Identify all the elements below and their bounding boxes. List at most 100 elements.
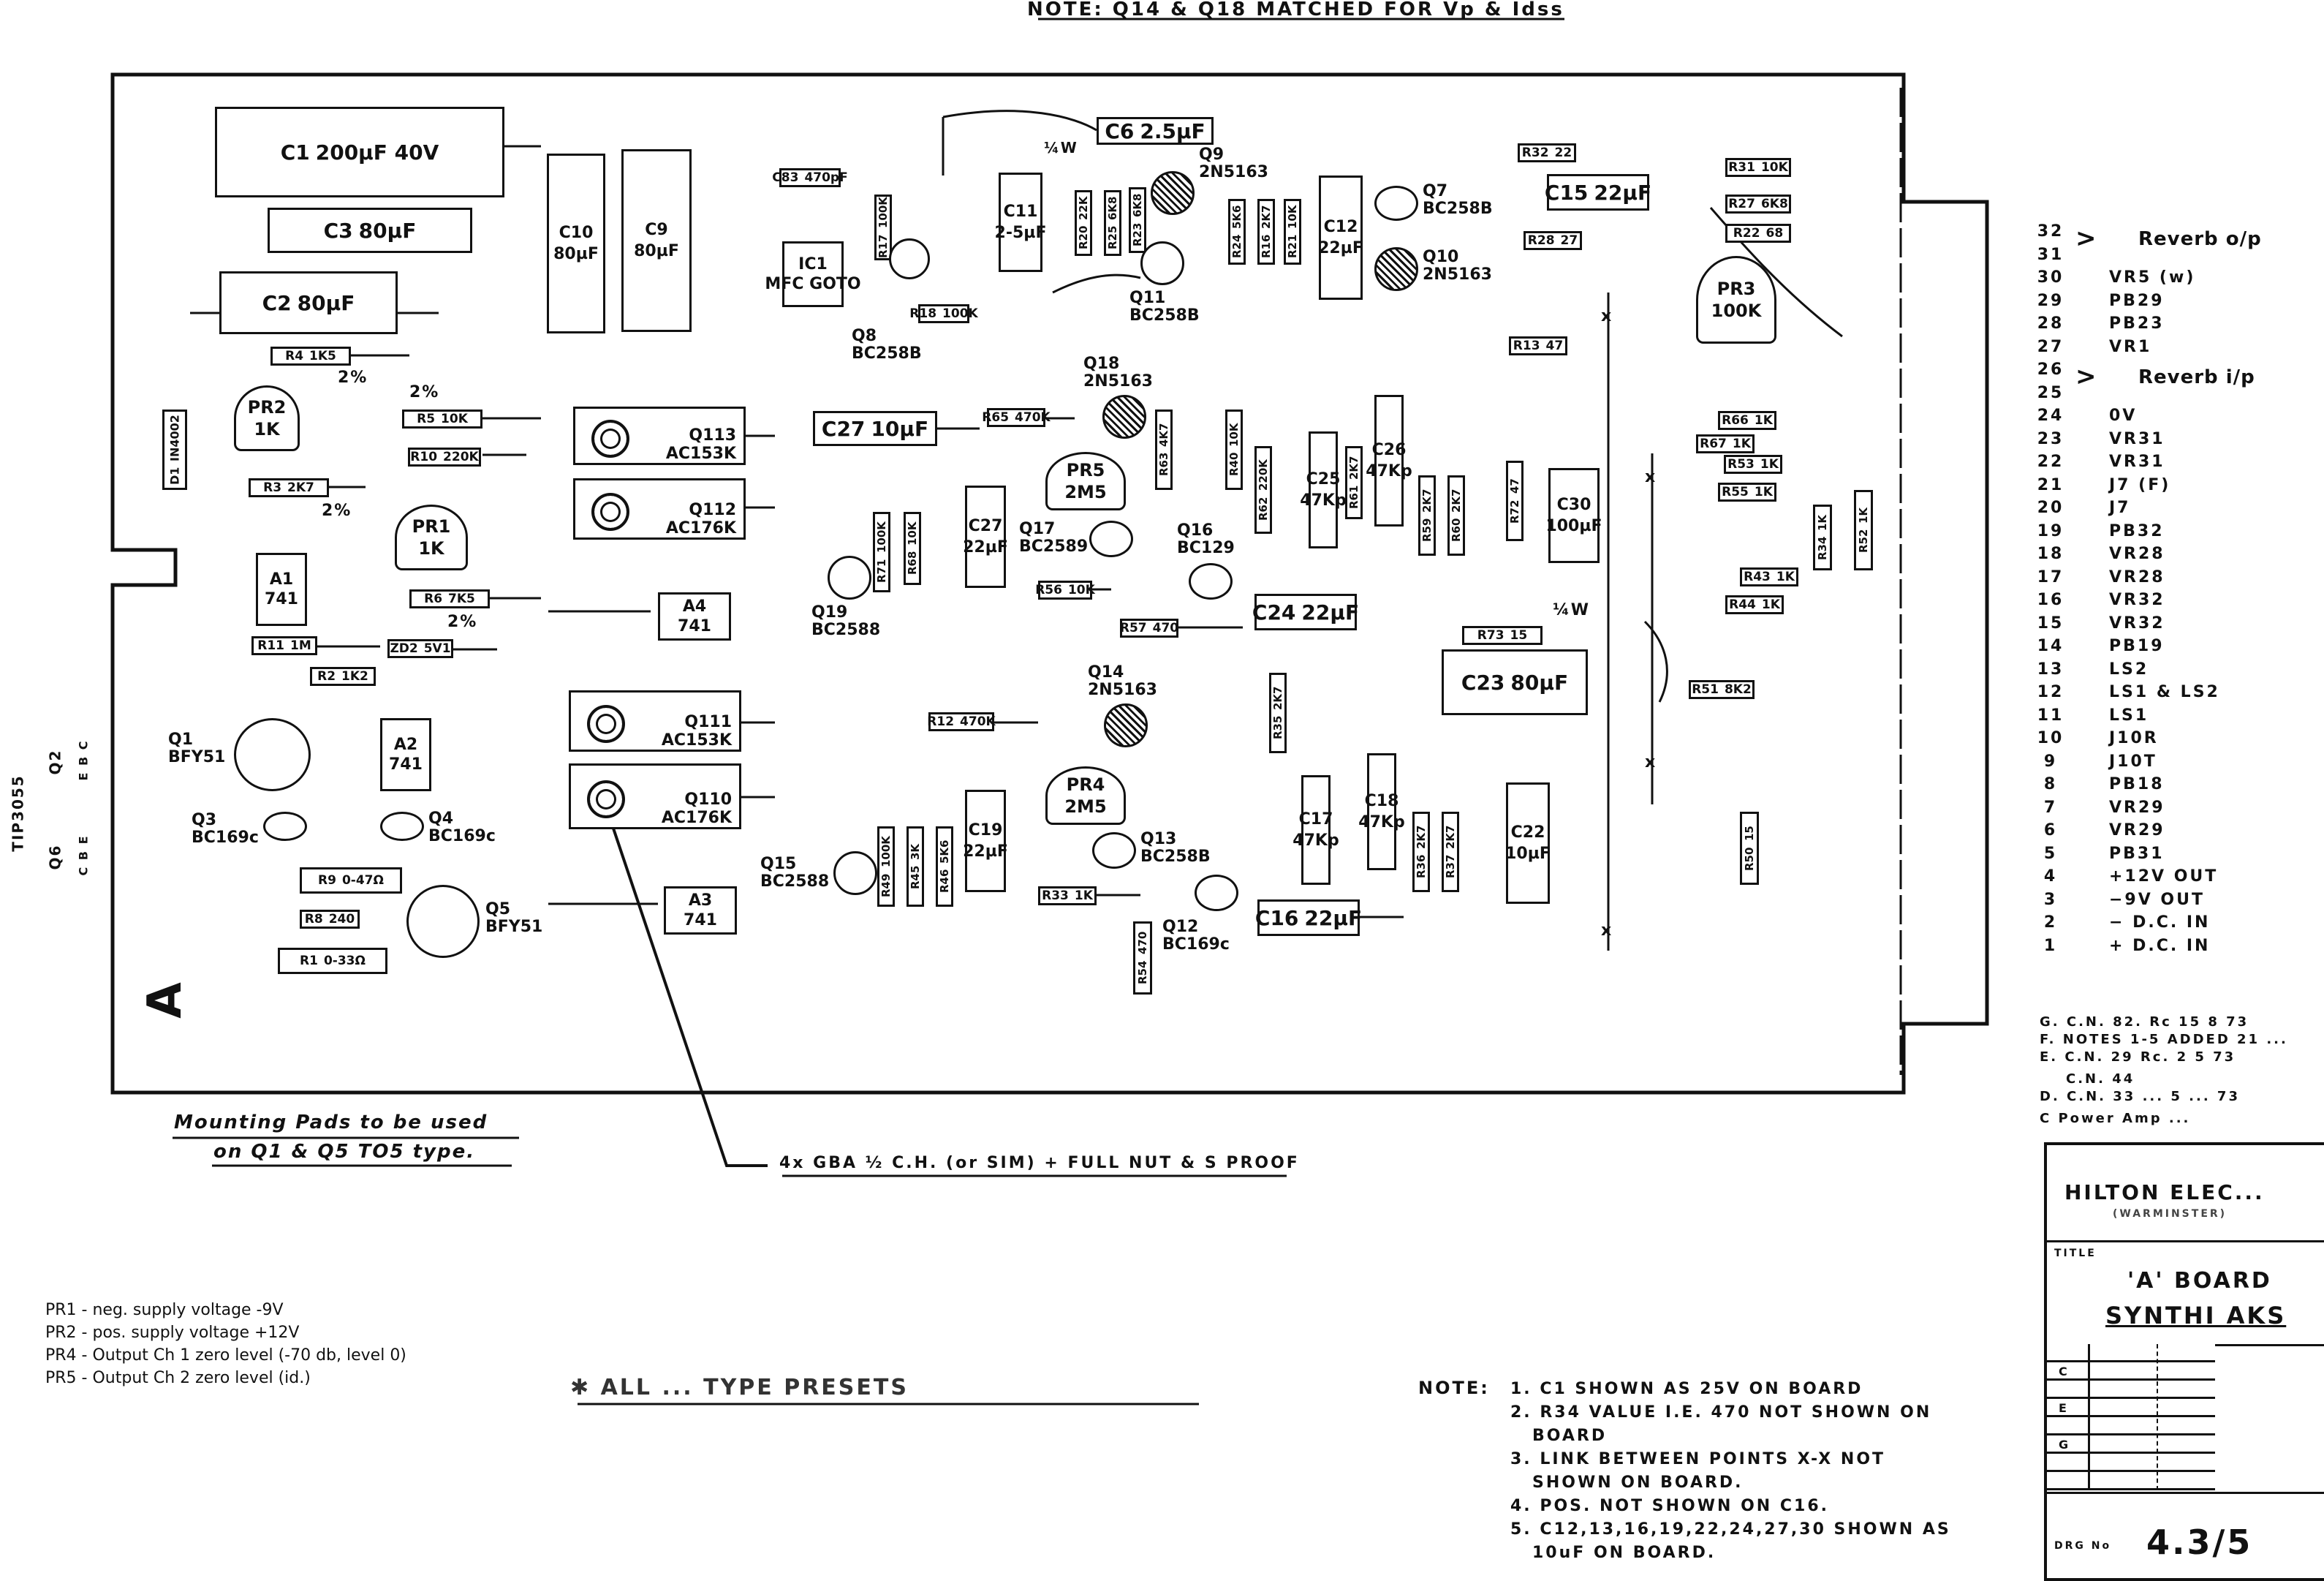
component-value: 2K7 [1271, 686, 1284, 711]
note-item: BOARD [1532, 1427, 1608, 1445]
component-value: 200µF 40V [315, 140, 439, 165]
quarter-watt-label: ¼W [1044, 139, 1078, 156]
note-item: 1. C1 SHOWN AS 25V ON BOARD [1510, 1380, 1863, 1398]
component-value: 1K [1760, 457, 1779, 472]
component-q10 [1374, 247, 1418, 291]
component-q8 [889, 238, 930, 279]
component-value: 15 [1743, 826, 1756, 842]
pin-signal: VR1 [2109, 337, 2152, 356]
component-ref: R50 [1743, 847, 1756, 871]
preset-legend: PR1 - neg. supply voltage -9V PR2 - pos.… [45, 1299, 406, 1389]
component-q11 [1140, 241, 1184, 285]
divider [2157, 1344, 2158, 1490]
component-value: 470pF [804, 170, 848, 185]
note-item: SHOWN ON BOARD. [1532, 1474, 1744, 1492]
quarter-watt-label: ¼W [1553, 601, 1591, 619]
pin-number: 26 [2037, 361, 2064, 379]
divider [2047, 1492, 2324, 1494]
component-ref: C9 [645, 221, 668, 239]
component-ref: R18 [909, 306, 937, 321]
component-value: 100µF [1545, 517, 1602, 535]
component-value: AC176K [665, 519, 736, 537]
connector-pin-row: 4+12V OUT [2029, 867, 2216, 886]
component-ref: R37 [1444, 855, 1457, 879]
component-value: 1K [1074, 888, 1093, 903]
component-ref: R62 [1257, 497, 1270, 521]
component-value: 240 [328, 912, 355, 927]
component-ref: R27 [1728, 197, 1755, 211]
component-value: 22µF [1304, 905, 1363, 930]
component-value: 100K [1711, 301, 1762, 321]
component-ref: Q9 [1199, 146, 1225, 164]
link-point-x: x [1645, 468, 1657, 486]
component-c17: C17 47Kp [1292, 775, 1339, 885]
component-value: BC2588 [760, 872, 830, 891]
component-ref: R34 [1816, 536, 1829, 561]
pin-number: 1 [2043, 936, 2058, 955]
pin-number: 31 [2037, 245, 2064, 264]
component-ref: C11 [1003, 203, 1038, 221]
underlines [173, 18, 1564, 1405]
component-value: 2K7 [1347, 456, 1360, 480]
component-ref: R8 [304, 912, 323, 927]
tolerance-label: 2% [322, 502, 352, 520]
pin-number: 5 [2043, 844, 2058, 863]
note-item: 2. R34 VALUE I.E. 470 NOT SHOWN ON [1510, 1403, 1932, 1422]
component-value: BC258B [852, 344, 922, 363]
pin-signal: VR28 [2109, 567, 2165, 586]
component-ref: R21 [1286, 235, 1299, 259]
component-value: AC153K [665, 445, 736, 463]
pin-number: 7 [2043, 798, 2058, 817]
component-ref: Q19 [811, 603, 848, 622]
connector-pin-row: 31 [2029, 246, 2073, 264]
pin-number: 23 [2037, 429, 2064, 448]
pin-signal: +12V OUT [2109, 867, 2219, 886]
component-value: 10K [906, 521, 919, 546]
component-value: 47Kp [1292, 831, 1339, 850]
component-ref: R43 [1744, 570, 1771, 584]
rev-row: G [2059, 1438, 2071, 1452]
rev-row: C [2059, 1365, 2070, 1378]
preset-type-note: ✱ ALL ... TYPE PRESETS [570, 1375, 909, 1400]
component-value: 2.5µF [1140, 118, 1205, 143]
component-value: 220K [443, 450, 479, 464]
tolerance-label: 2% [409, 383, 440, 401]
pin-number: 25 [2037, 383, 2064, 402]
component-value: 0-47Ω [341, 873, 384, 888]
component-ref: R54 [1136, 960, 1149, 984]
component-ref: C17 [1298, 810, 1333, 829]
pin-number: 11 [2037, 706, 2064, 725]
component-value: BC169c [1162, 935, 1230, 954]
component-value: 741 [678, 617, 711, 635]
component-ref: C30 [1556, 496, 1591, 514]
component-ref: D1 [167, 467, 182, 486]
preset-legend-item: PR5 - Output Ch 2 zero level (id.) [45, 1369, 311, 1387]
notes-list: 1. C1 SHOWN AS 25V ON BOARD 2. R34 VALUE… [1510, 1378, 1951, 1565]
component-value: 1K2 [341, 669, 368, 684]
component-ref: PR5 [1066, 460, 1105, 480]
component-ref: C27 [968, 517, 1003, 535]
pin-signal: Reverb i/p [2138, 366, 2255, 388]
component-ref: C26 [1371, 441, 1407, 459]
divider [2088, 1344, 2090, 1490]
board-letter: A [137, 981, 192, 1019]
component-ref: Q12 [1162, 918, 1199, 936]
component-ref: C24 [1252, 600, 1296, 625]
component-ref: Q13 [1140, 830, 1177, 848]
link-point-x: x [1601, 921, 1613, 940]
revision-item: C.N. 44 [2066, 1071, 2135, 1087]
component-value: 100K [879, 836, 893, 868]
component-ref: R66 [1722, 413, 1749, 428]
